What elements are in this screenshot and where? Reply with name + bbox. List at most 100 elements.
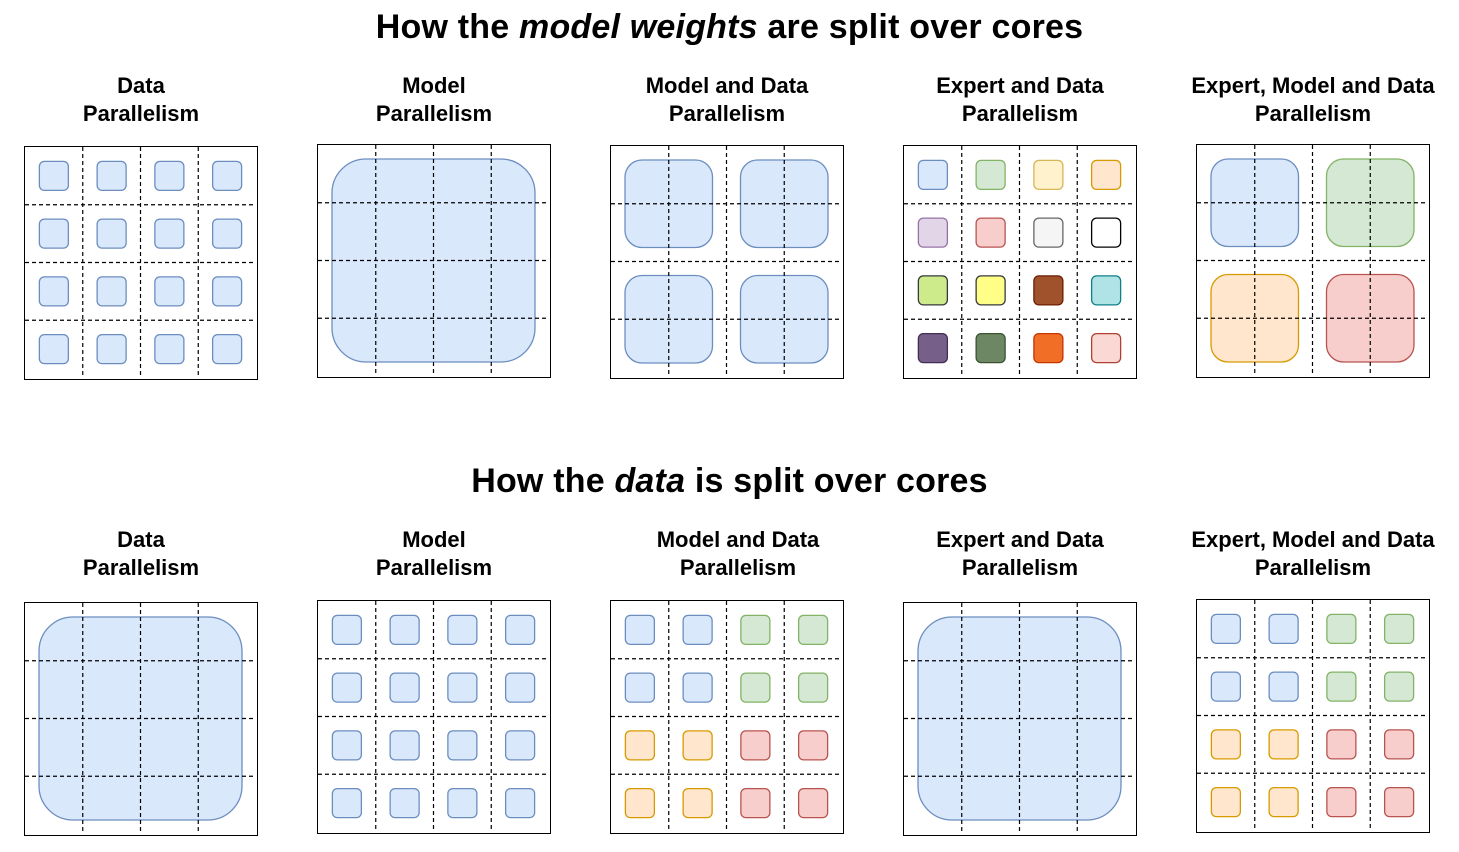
core-shard <box>1268 729 1299 760</box>
core-shard <box>504 730 536 761</box>
core-shard <box>331 614 363 646</box>
core-shard <box>211 276 243 307</box>
grid-data-model-data-parallelism <box>610 600 844 834</box>
core-shard <box>96 160 127 192</box>
core-shard <box>96 333 127 365</box>
core-shard <box>1326 786 1357 818</box>
core-shard <box>624 730 656 761</box>
core-grid-svg <box>904 603 1135 834</box>
core-shard <box>740 787 771 819</box>
core-shard <box>38 160 70 192</box>
core-shard <box>504 787 536 819</box>
core-shard <box>1268 671 1299 702</box>
core-shard <box>1383 613 1415 645</box>
grid-data-data-parallelism <box>24 602 258 836</box>
core-shard <box>1210 786 1242 818</box>
panel-label-w2: Model and Data Parallelism <box>645 73 809 126</box>
panel-label-d2: Model and Data Parallelism <box>656 527 820 580</box>
core-shard <box>331 672 363 703</box>
core-shard <box>504 672 536 703</box>
core-shard <box>1268 613 1299 645</box>
panel-label-d3: Expert and Data Parallelism <box>936 527 1104 580</box>
core-shard <box>38 218 70 249</box>
core-grid-svg <box>318 145 549 376</box>
core-grid-svg <box>904 146 1135 377</box>
core-shard <box>682 672 713 703</box>
core-shard <box>389 614 420 646</box>
panel-label-d1: Model Parallelism <box>375 527 493 580</box>
core-shard <box>975 159 1006 191</box>
core-shard <box>96 218 127 249</box>
core-shard <box>740 614 771 646</box>
panel-label-w3: Expert and Data Parallelism <box>936 73 1104 126</box>
core-shard <box>211 160 243 192</box>
core-shard <box>797 672 829 703</box>
core-shard <box>38 333 70 365</box>
core-shard <box>331 787 363 819</box>
grid-data-model-parallelism <box>317 600 551 834</box>
panel-label-d4: Expert, Model and Data Parallelism <box>1191 527 1435 580</box>
core-shard <box>1210 671 1242 702</box>
core-grid-svg <box>25 147 256 378</box>
core-shard <box>740 730 771 761</box>
core-grid-svg <box>1197 600 1428 831</box>
core-shard <box>1268 786 1299 818</box>
core-shard <box>682 614 713 646</box>
core-shard <box>389 787 420 819</box>
panel-label-w0: Data Parallelism <box>82 73 200 126</box>
grid-weights-model-data-parallelism <box>610 145 844 379</box>
core-shard <box>154 333 185 365</box>
core-grid-svg <box>25 603 256 834</box>
core-shard <box>1090 159 1122 191</box>
section-title-model-weights: How the model weights are split over cor… <box>375 8 1084 46</box>
core-shard <box>1090 332 1122 364</box>
core-shard <box>1326 613 1357 645</box>
grid-weights-expert-model-data-parallelism <box>1196 144 1430 378</box>
core-shard <box>1326 729 1357 760</box>
core-shard <box>682 730 713 761</box>
core-shard <box>975 332 1006 364</box>
core-shard <box>1383 786 1415 818</box>
core-grid-svg <box>318 601 549 832</box>
core-shard <box>447 614 478 646</box>
panel-label-w1: Model Parallelism <box>375 73 493 126</box>
grid-weights-model-parallelism <box>317 144 551 378</box>
grid-data-expert-data-parallelism <box>903 602 1137 836</box>
core-shard <box>1033 275 1064 306</box>
core-shard <box>682 787 713 819</box>
core-shard <box>917 159 949 191</box>
core-shard <box>1033 332 1064 364</box>
core-shard <box>797 787 829 819</box>
grid-weights-expert-data-parallelism <box>903 145 1137 379</box>
core-shard <box>917 332 949 364</box>
core-shard <box>797 614 829 646</box>
core-shard <box>797 730 829 761</box>
section-title-data: How the data is split over cores <box>471 462 988 500</box>
core-shard <box>447 787 478 819</box>
core-shard <box>447 730 478 761</box>
core-shard <box>624 787 656 819</box>
core-shard <box>1383 729 1415 760</box>
core-shard <box>917 217 949 248</box>
core-shard <box>1210 613 1242 645</box>
core-shard <box>975 275 1006 306</box>
core-grid-svg <box>1197 145 1428 376</box>
core-shard <box>154 218 185 249</box>
core-shard <box>154 276 185 307</box>
core-shard <box>624 614 656 646</box>
panel-label-d0: Data Parallelism <box>82 527 200 580</box>
core-shard <box>1090 275 1122 306</box>
core-grid-svg <box>611 601 842 832</box>
grid-weights-data-parallelism <box>24 146 258 380</box>
core-shard <box>1033 217 1064 248</box>
grid-data-expert-model-data-parallelism <box>1196 599 1430 833</box>
core-shard <box>331 730 363 761</box>
core-shard <box>447 672 478 703</box>
panel-label-w4: Expert, Model and Data Parallelism <box>1191 73 1435 126</box>
core-grid-svg <box>611 146 842 377</box>
core-shard <box>211 333 243 365</box>
core-shard <box>211 218 243 249</box>
core-shard <box>1326 671 1357 702</box>
core-shard <box>389 730 420 761</box>
core-shard <box>1210 729 1242 760</box>
